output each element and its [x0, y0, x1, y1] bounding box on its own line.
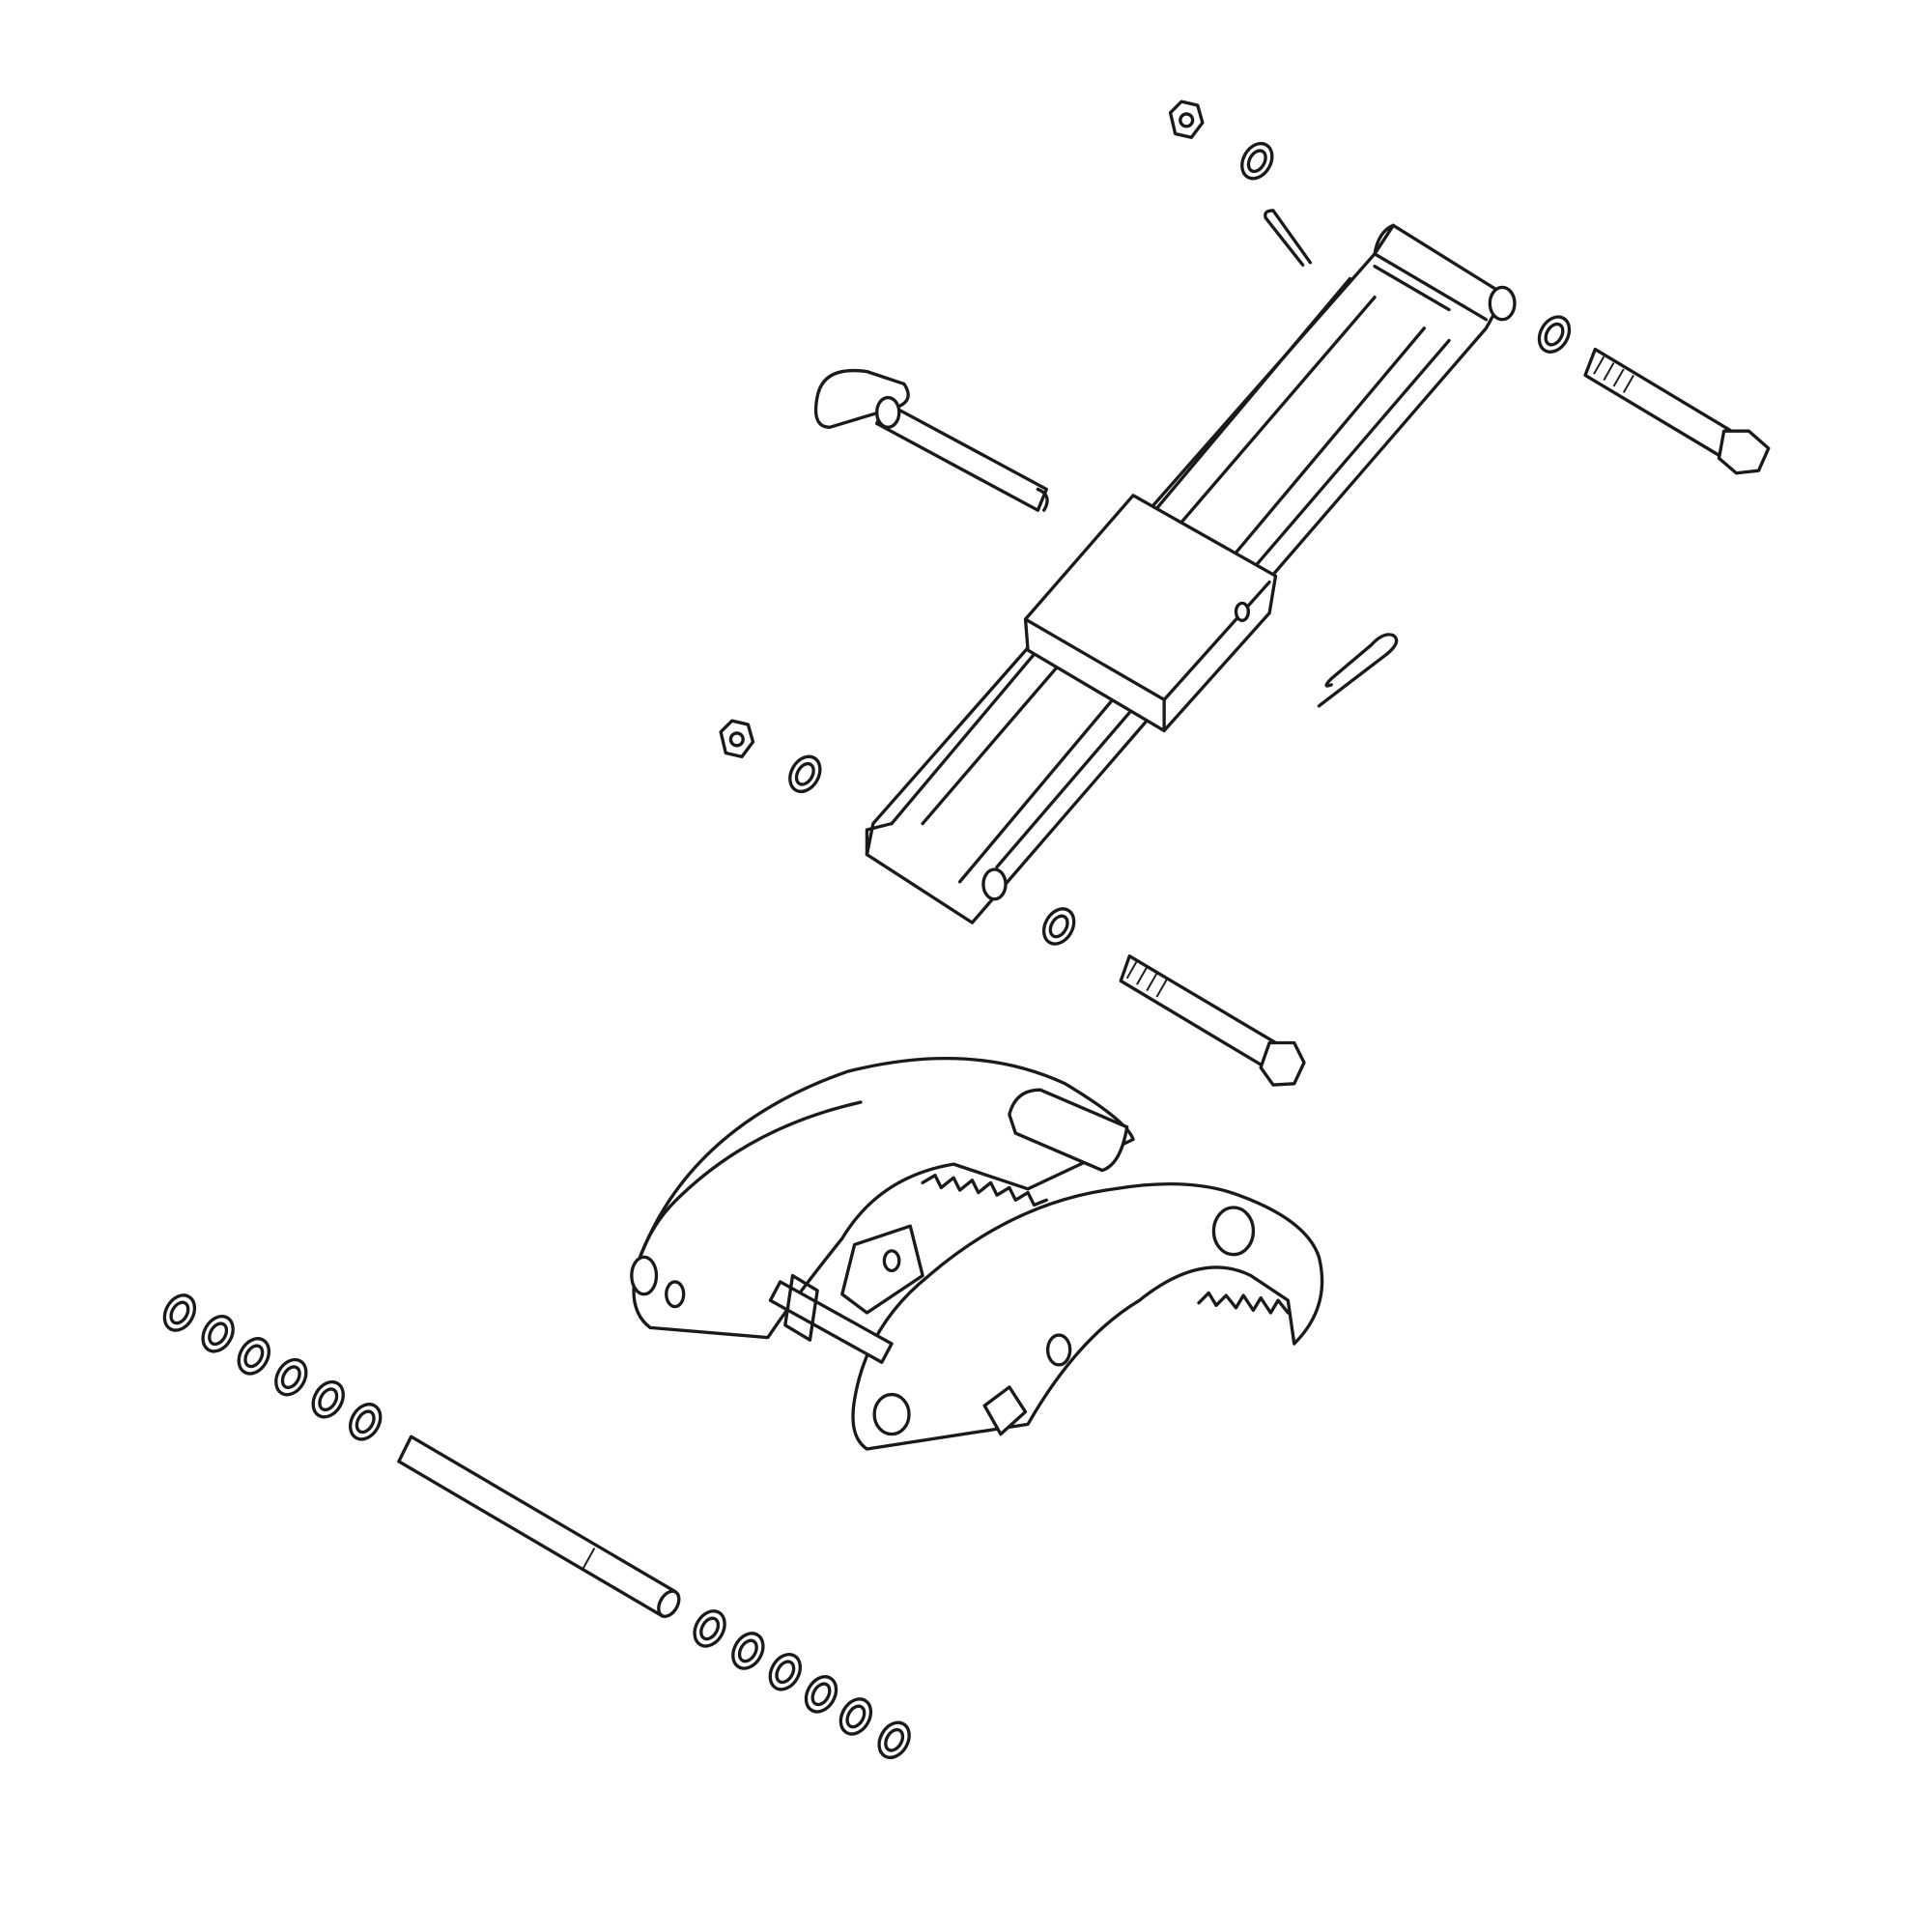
hex-bolt-lower [1119, 954, 1306, 1087]
cotter-pin [1264, 209, 1313, 268]
sleeve-block [1023, 494, 1278, 733]
ratchet-bracket-assembly [630, 1056, 1324, 1451]
spacer-washers-left [156, 1288, 388, 1447]
hitch-pin-with-ring [813, 368, 1049, 512]
pivot-rod [397, 1435, 681, 1618]
washer-right-upper [1531, 309, 1577, 359]
washer-top [1234, 136, 1280, 186]
r-clip [1317, 633, 1399, 708]
washer-lower [1036, 901, 1082, 952]
washer-left [781, 749, 828, 799]
hex-nut-left [719, 719, 755, 758]
hex-bolt-upper [1583, 347, 1771, 475]
hex-nut-top [1168, 99, 1205, 139]
spacer-washers-right [687, 1604, 918, 1765]
